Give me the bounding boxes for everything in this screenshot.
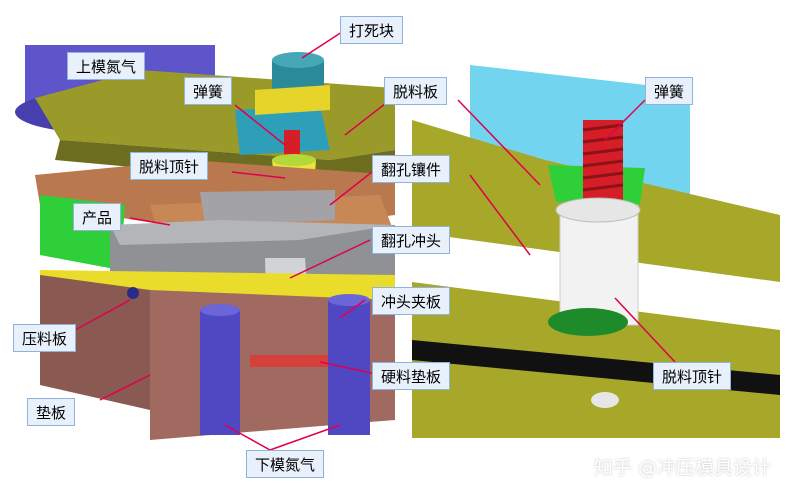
ejector-pin-left-top <box>272 154 316 166</box>
label-flange-insert: 翻孔镶件 <box>372 155 451 183</box>
label-product: 产品 <box>73 203 122 231</box>
ejector-pin-right <box>559 204 639 326</box>
left-die-assembly <box>15 45 395 440</box>
screw-hole <box>591 392 619 408</box>
label-pressure-plate: 压料板 <box>13 324 77 352</box>
lower-nitrogen-cylinder-1-top <box>200 304 240 316</box>
label-spring-right: 弹簧 <box>645 77 694 105</box>
ejector-pin-right-collar <box>555 197 641 223</box>
label-ejector-pin-left: 脱料顶针 <box>130 152 209 180</box>
ejector-pin-right-bottom <box>548 308 628 336</box>
pressure-plate-top <box>110 220 395 245</box>
label-stripper-plate-right-top: 脱料板 <box>384 77 448 105</box>
backing-plate <box>40 275 150 410</box>
label-hard-pad: 硬料垫板 <box>372 362 451 390</box>
label-lower-nitrogen: 下模氮气 <box>246 450 325 478</box>
lower-nitrogen-cylinder-2-top <box>328 294 370 306</box>
label-flange-punch: 翻孔冲头 <box>372 226 451 254</box>
label-upper-nitrogen: 上模氮气 <box>67 52 146 80</box>
spring-right <box>582 120 624 200</box>
label-punch-holder: 冲头夹板 <box>372 287 451 315</box>
lower-nitrogen-cylinder-1 <box>200 310 240 435</box>
hard-pad <box>250 355 330 367</box>
label-spring-left: 弹簧 <box>184 77 233 105</box>
cyan-block <box>235 105 330 155</box>
stop-block-top <box>272 52 324 68</box>
label-stop-block: 打死块 <box>340 16 404 44</box>
right-detail-view <box>412 65 780 438</box>
yellow-plate <box>255 85 330 115</box>
watermark: 知乎 @冲压模具设计 <box>593 457 771 479</box>
label-ejector-pin-right: 脱料顶针 <box>653 362 732 390</box>
flange-insert <box>200 190 335 225</box>
bolt-hole <box>127 287 139 299</box>
label-backing-plate: 垫板 <box>27 398 76 426</box>
